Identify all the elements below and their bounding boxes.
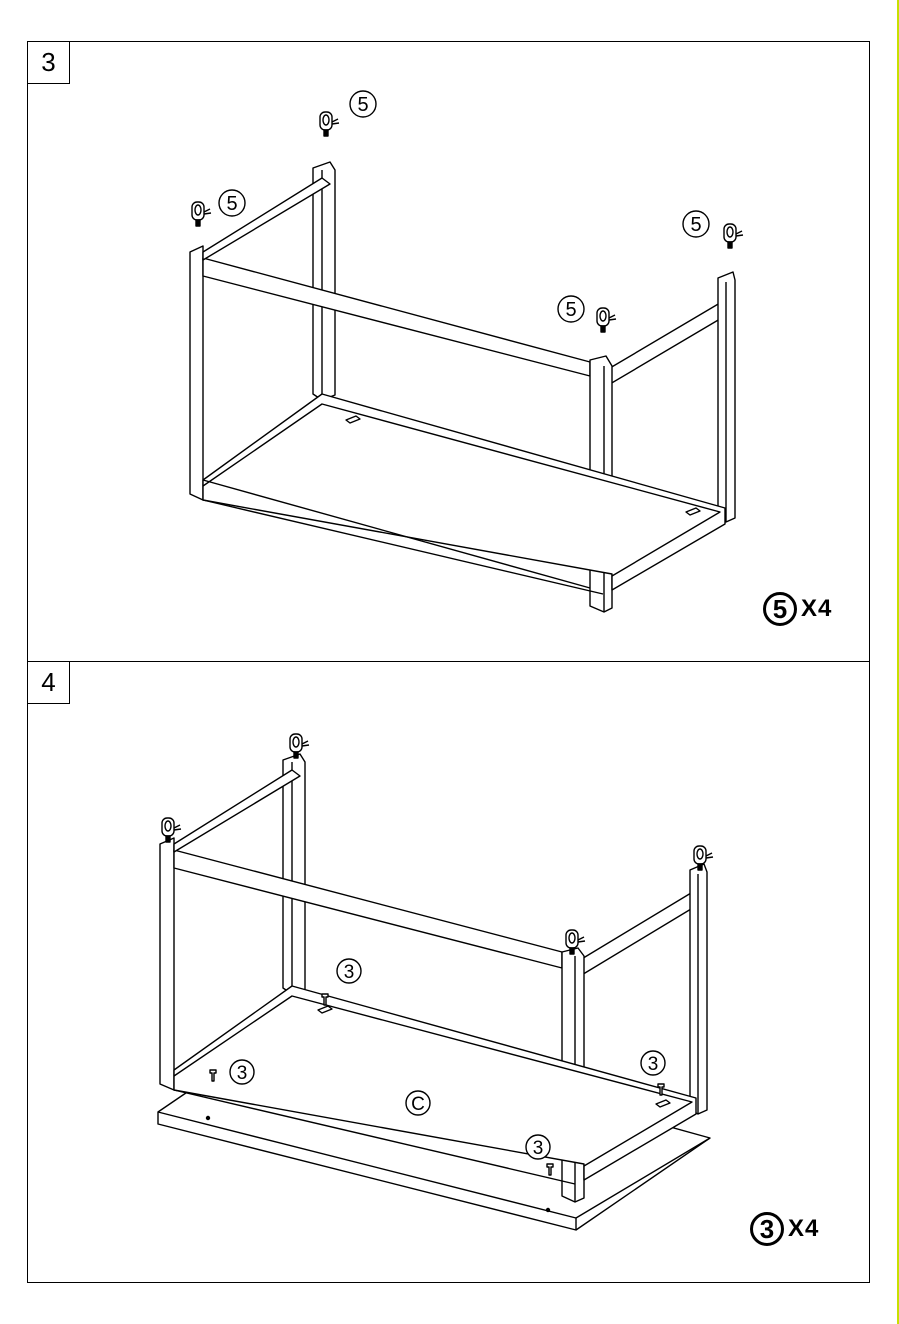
step-3-part-label-d: 5 xyxy=(565,299,576,321)
step-4-part-label-d: 3 xyxy=(533,1138,544,1159)
step-4-part-label-b: 3 xyxy=(237,1063,248,1084)
step-3-part-label-a: 5 xyxy=(357,94,368,116)
step-3-caster-left xyxy=(192,202,211,226)
step-4-part-label-a: 3 xyxy=(344,962,355,983)
step-3-caster-back xyxy=(320,112,339,136)
step-3-part-label-c: 5 xyxy=(690,214,701,236)
step-3-frame xyxy=(190,162,735,612)
step-4-part-label-c: 3 xyxy=(648,1054,659,1075)
step-3-caster-right-back xyxy=(724,224,743,248)
step-3-part-label-b: 5 xyxy=(226,193,237,215)
step-3-caster-right-front xyxy=(597,308,616,332)
step-4-panel-label: C xyxy=(411,1094,425,1115)
